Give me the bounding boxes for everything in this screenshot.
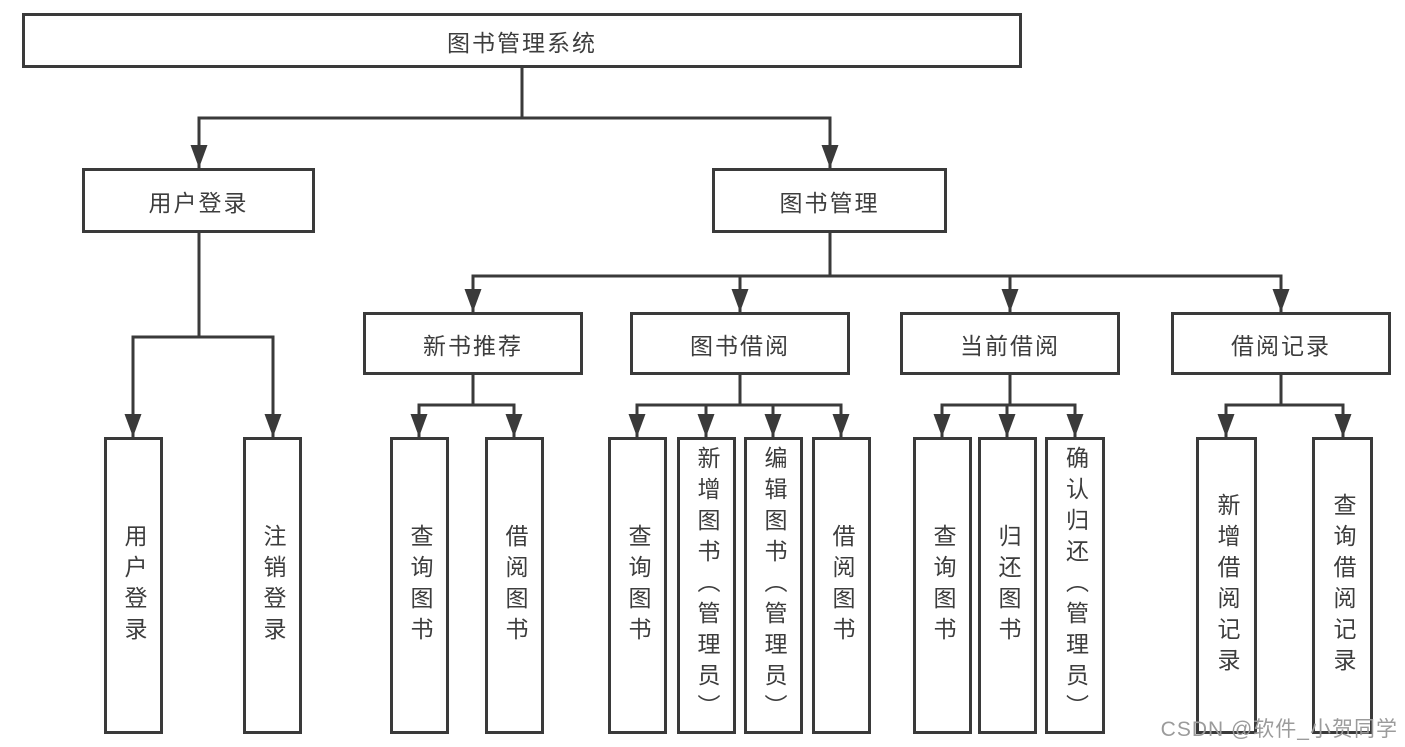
node-label: 查询图书: [930, 523, 956, 648]
node-label: 用户登录: [121, 523, 147, 648]
node-book-borrowing: 图书借阅: [630, 312, 850, 375]
node-label: 借阅图书: [829, 523, 855, 648]
node-label: 借阅记录: [1231, 332, 1331, 359]
node-user-login: 用户登录: [82, 168, 315, 233]
node-leaf-recommend-borrow-books: 借阅图书: [485, 437, 544, 734]
node-leaf-recommend-query-books: 查询图书: [390, 437, 449, 734]
node-leaf-add-books-admin: 新增图书（管理员）: [677, 437, 736, 734]
node-leaf-current-query-books: 查询图书: [913, 437, 972, 734]
node-borrowing-records: 借阅记录: [1171, 312, 1391, 375]
node-leaf-confirm-return-admin: 确认归还（管理员）: [1045, 437, 1105, 734]
node-label: 新增借阅记录: [1214, 492, 1240, 679]
node-label: 查询图书: [625, 523, 651, 648]
node-library-management-system: 图书管理系统: [22, 13, 1022, 68]
node-leaf-borrowing-query-books: 查询图书: [608, 437, 667, 734]
node-label: 新书推荐: [423, 332, 523, 359]
watermark: CSDN @软件_小贺同学: [1160, 718, 1398, 741]
node-label: 图书管理: [779, 189, 880, 216]
node-label: 查询借阅记录: [1330, 492, 1356, 679]
node-label: 查询图书: [407, 523, 433, 648]
node-book-management: 图书管理: [712, 168, 947, 233]
node-label: 当前借阅: [960, 332, 1060, 359]
node-label: 图书借阅: [690, 332, 790, 359]
node-leaf-edit-books-admin: 编辑图书（管理员）: [744, 437, 803, 734]
node-label: 编辑图书（管理员）: [761, 446, 787, 725]
node-leaf-query-borrow-record: 查询借阅记录: [1312, 437, 1373, 734]
node-leaf-borrowing-borrow-books: 借阅图书: [812, 437, 871, 734]
node-new-book-recommend: 新书推荐: [363, 312, 583, 375]
node-label: 注销登录: [260, 523, 286, 648]
node-label: 图书管理系统: [447, 29, 597, 56]
node-label: 新增图书（管理员）: [694, 446, 720, 725]
node-current-borrowing: 当前借阅: [900, 312, 1120, 375]
node-label: 确认归还（管理员）: [1062, 446, 1089, 725]
node-label: 归还图书: [995, 523, 1021, 648]
node-label: 用户登录: [148, 189, 249, 216]
node-leaf-user-login: 用户登录: [104, 437, 163, 734]
node-leaf-logout: 注销登录: [243, 437, 302, 734]
node-leaf-return-books: 归还图书: [978, 437, 1037, 734]
node-leaf-add-borrow-record: 新增借阅记录: [1196, 437, 1257, 734]
node-label: 借阅图书: [502, 523, 528, 648]
